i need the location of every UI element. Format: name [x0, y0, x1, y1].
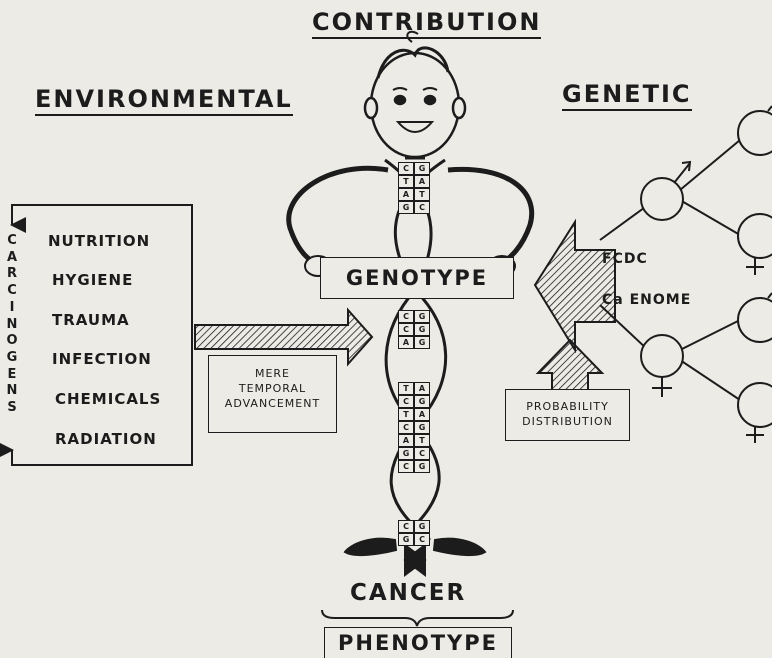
heading-genetic: GENETIC — [562, 80, 692, 111]
base-right: G — [414, 395, 430, 408]
brace — [322, 610, 513, 626]
factor-radiation: RADIATION — [55, 430, 157, 448]
base-left: C — [398, 323, 414, 336]
base-left: C — [398, 395, 414, 408]
base-right: G — [414, 336, 430, 349]
label-fcdc: FCDC — [602, 251, 648, 267]
base-right: A — [414, 175, 430, 188]
base-left: C — [398, 162, 414, 175]
base-right: C — [414, 533, 430, 546]
base-left: G — [398, 447, 414, 460]
mere-temporal-box: MERE TEMPORAL ADVANCEMENT — [208, 355, 337, 433]
base-left: C — [398, 310, 414, 323]
factor-nutrition: NUTRITION — [48, 232, 150, 250]
pedigree-circles — [641, 111, 772, 427]
temporal-line: TEMPORAL — [209, 381, 336, 396]
carcinogens-letter: E — [4, 367, 20, 384]
heading-contribution: CONTRIBUTION — [312, 8, 541, 39]
carcinogens-letter: C — [4, 283, 20, 300]
base-right: G — [414, 162, 430, 175]
label-cancer: CANCER — [350, 580, 466, 606]
base-left: A — [398, 336, 414, 349]
factor-chemicals: CHEMICALS — [55, 390, 161, 408]
base-right: G — [414, 421, 430, 434]
label-ca-enome: Ca ENOME — [602, 292, 691, 308]
carcinogens-vertical-label: C A R C I N O G E N S — [4, 233, 20, 417]
base-left: C — [398, 520, 414, 533]
heading-environmental: ENVIRONMENTAL — [35, 85, 293, 116]
base-left: A — [398, 434, 414, 447]
probability-box: PROBABILITY DISTRIBUTION — [505, 389, 630, 441]
base-right: T — [414, 188, 430, 201]
probability-line: PROBABILITY — [506, 399, 629, 414]
carcinogens-letter: G — [4, 350, 20, 367]
carcinogens-letter: N — [4, 383, 20, 400]
carcinogens-letter: I — [4, 300, 20, 317]
base-left: T — [398, 382, 414, 395]
base-left: G — [398, 533, 414, 546]
carcinogens-letter: C — [4, 233, 20, 250]
base-left: T — [398, 408, 414, 421]
genotype-box: GENOTYPE — [320, 257, 514, 299]
base-right: C — [414, 201, 430, 214]
carcinogens-letter: N — [4, 317, 20, 334]
baby-head-icon — [365, 32, 465, 158]
carcinogens-letter: S — [4, 400, 20, 417]
carcinogens-letter: R — [4, 266, 20, 283]
base-right: A — [414, 382, 430, 395]
base-right: G — [414, 520, 430, 533]
base-right: G — [414, 460, 430, 473]
probability-arrow-icon — [538, 340, 602, 390]
base-right: G — [414, 310, 430, 323]
base-left: T — [398, 175, 414, 188]
mere-line: MERE — [209, 366, 336, 381]
base-right: C — [414, 447, 430, 460]
base-right: A — [414, 408, 430, 421]
dna-helix — [385, 160, 446, 540]
base-left: G — [398, 201, 414, 214]
base-left: C — [398, 421, 414, 434]
distribution-line: DISTRIBUTION — [506, 414, 629, 429]
factor-trauma: TRAUMA — [52, 311, 130, 329]
carcinogens-letter: O — [4, 333, 20, 350]
base-left: C — [398, 460, 414, 473]
base-left: A — [398, 188, 414, 201]
base-right: G — [414, 323, 430, 336]
base-right: T — [414, 434, 430, 447]
genetic-arrow-icon — [535, 222, 615, 350]
phenotype-box: PHENOTYPE — [324, 627, 512, 658]
carcinogens-letter: A — [4, 250, 20, 267]
factor-hygiene: HYGIENE — [52, 271, 133, 289]
factor-infection: INFECTION — [52, 350, 152, 368]
advancement-line: ADVANCEMENT — [209, 396, 336, 411]
